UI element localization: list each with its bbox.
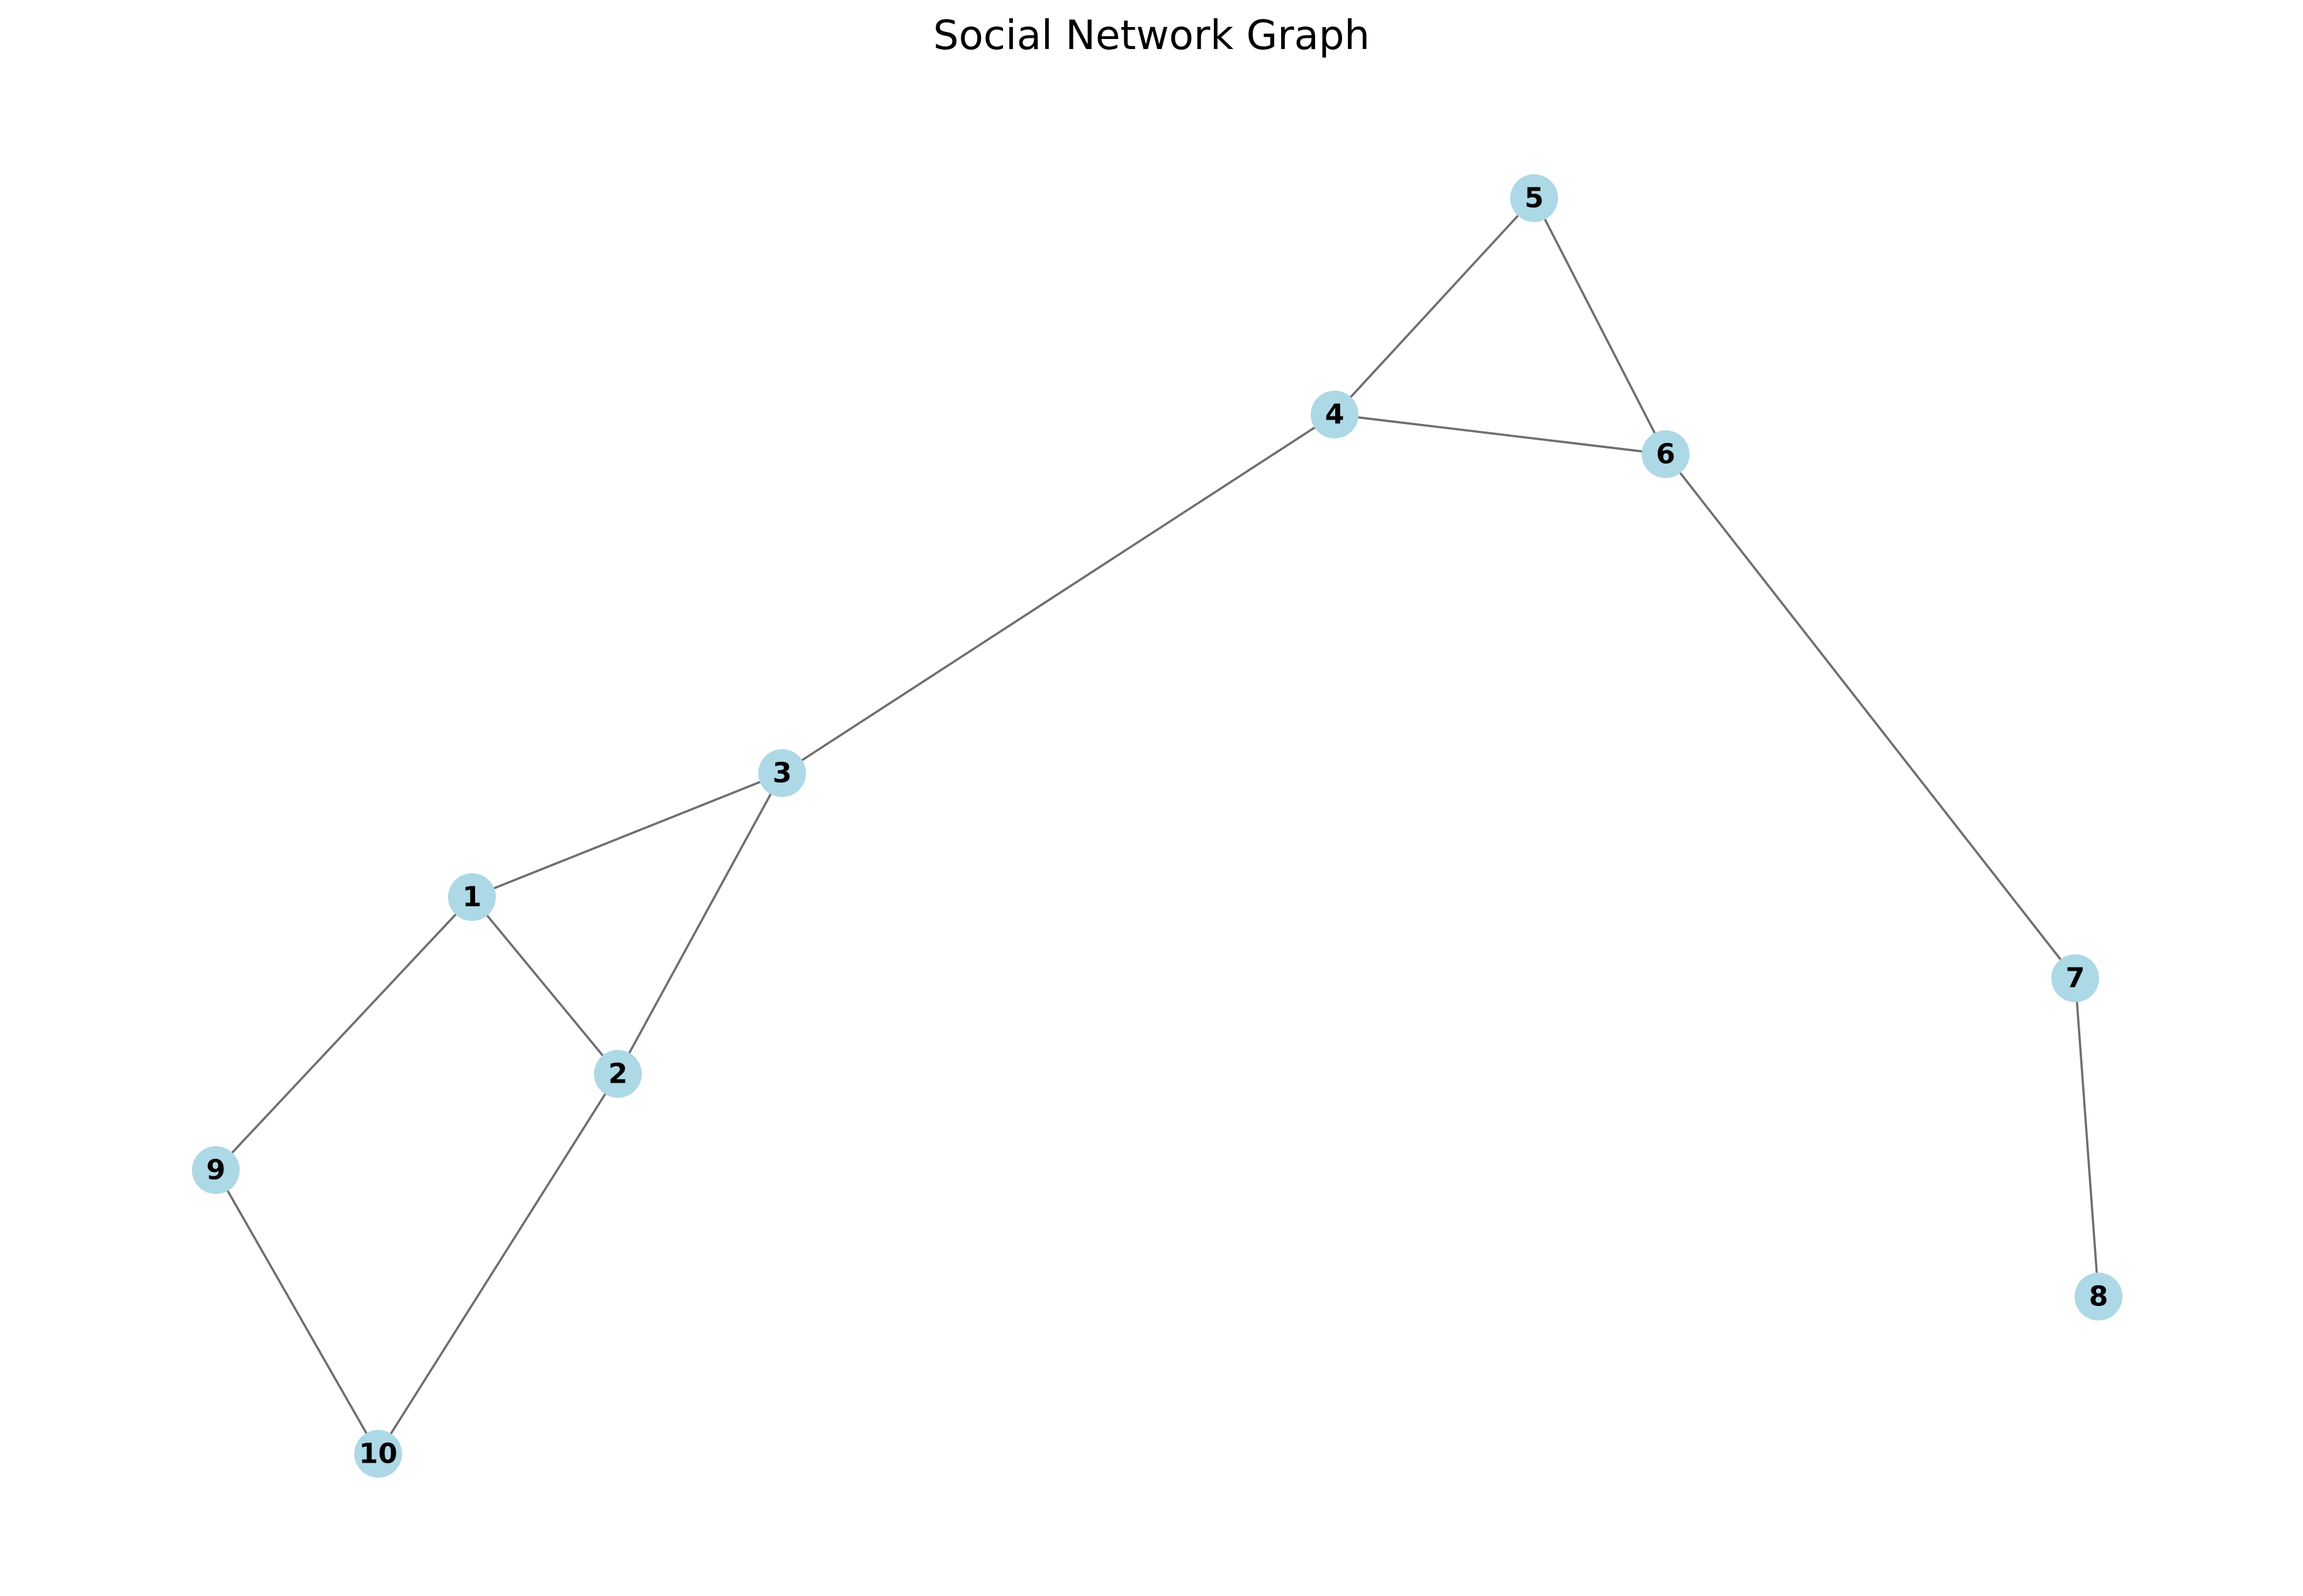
edge-4-6 (1334, 413, 1666, 455)
node-3: 3 (758, 749, 806, 797)
node-circle-7 (2051, 954, 2099, 1002)
node-circle-6 (1642, 430, 1689, 478)
node-circle-5 (1510, 174, 1558, 222)
edge-4-5 (1333, 197, 1535, 416)
node-circle-8 (2075, 1273, 2122, 1320)
node-label-8: 8 (2089, 1281, 2109, 1313)
node-6: 6 (1642, 430, 1689, 478)
edge-9-10 (215, 1169, 379, 1454)
edge-6-7 (1664, 453, 2076, 979)
node-9: 9 (192, 1146, 240, 1194)
node-label-6: 6 (1656, 438, 1676, 471)
edge-7-8 (2074, 978, 2100, 1297)
node-4: 4 (1311, 391, 1359, 438)
node-circle-4 (1311, 391, 1359, 438)
node-circle-9 (192, 1146, 240, 1194)
node-circle-1 (448, 873, 496, 921)
edge-1-2 (471, 896, 619, 1075)
node-8: 8 (2075, 1273, 2122, 1320)
node-circle-3 (758, 749, 806, 797)
node-label-9: 9 (206, 1154, 226, 1186)
node-1: 1 (448, 873, 496, 921)
node-label-10: 10 (359, 1438, 397, 1470)
node-7: 7 (2051, 954, 2099, 1002)
edge-2-10 (377, 1073, 619, 1454)
edges-layer (215, 197, 2100, 1454)
edge-1-9 (215, 896, 473, 1171)
node-label-5: 5 (1525, 182, 1544, 215)
edge-5-6 (1533, 198, 1667, 455)
node-2: 2 (594, 1050, 642, 1098)
node-5: 5 (1510, 174, 1558, 222)
node-10: 10 (354, 1430, 402, 1478)
node-label-3: 3 (773, 757, 792, 790)
node-label-2: 2 (608, 1058, 628, 1090)
edge-3-4 (782, 413, 1335, 774)
graph-title: Social Network Graph (933, 13, 1370, 59)
node-circle-10 (354, 1430, 402, 1478)
node-label-7: 7 (2066, 963, 2085, 995)
node-label-1: 1 (462, 881, 482, 913)
node-circle-2 (594, 1050, 642, 1098)
edge-2-3 (617, 773, 783, 1074)
node-label-4: 4 (1325, 399, 1345, 431)
edge-1-3 (471, 772, 783, 898)
nodes-layer: 1 2 3 4 5 6 7 8 9 10 (192, 174, 2122, 1478)
